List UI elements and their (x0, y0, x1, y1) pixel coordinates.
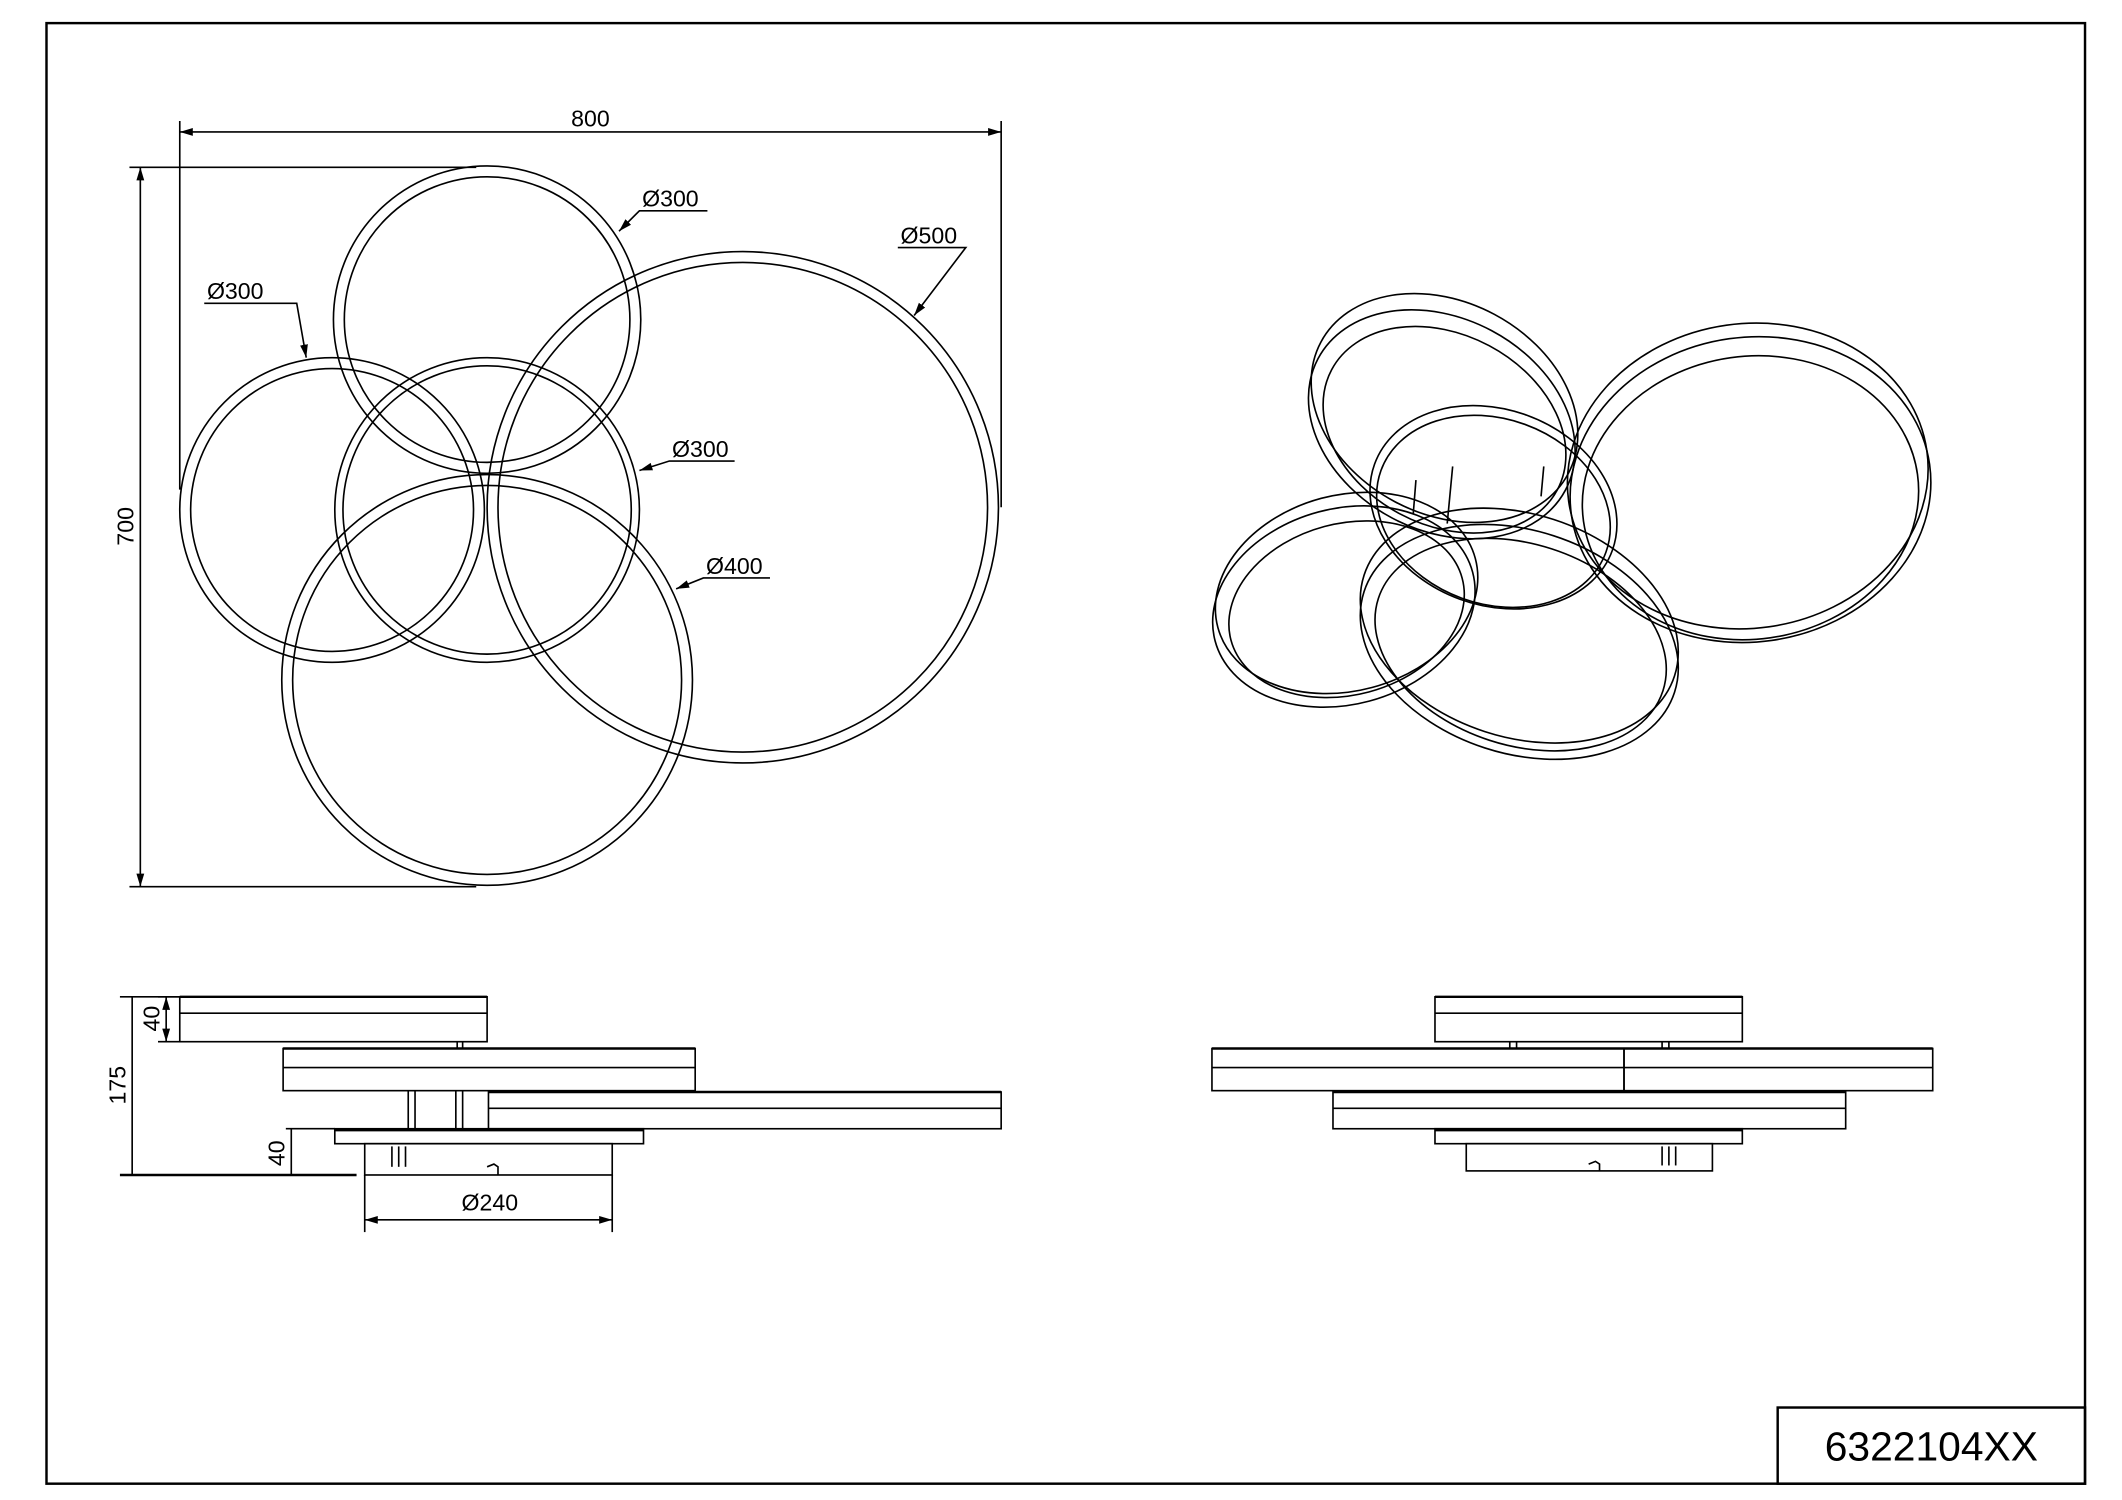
svg-text:Ø240: Ø240 (462, 1189, 519, 1215)
svg-text:40: 40 (138, 1006, 164, 1032)
canopy-height-dimension: 40 (263, 1127, 335, 1175)
persp-ring-left (1211, 491, 1479, 709)
persp-ring-large (1566, 322, 1932, 644)
product-code: 6322104XX (1825, 1424, 2038, 1470)
svg-text:Ø500: Ø500 (901, 222, 958, 248)
drawing-frame (45, 21, 2087, 1485)
label-large-500: Ø500 (897, 222, 968, 316)
width-dimension: 800 (178, 105, 1002, 508)
side-view-front: 40 175 40 Ø240 (104, 995, 1002, 1233)
canopy-diameter-dimension: Ø240 (363, 1174, 614, 1233)
svg-text:800: 800 (571, 105, 610, 131)
svg-text:Ø300: Ø300 (672, 436, 729, 462)
ring-large-500 (486, 250, 1000, 764)
height-dimension: 700 (113, 166, 477, 888)
persp-ring-lower (1359, 507, 1680, 761)
svg-text:Ø300: Ø300 (207, 278, 264, 304)
persp-ring-top (1307, 292, 1579, 540)
label-left-300: Ø300 (204, 278, 308, 358)
ring-center-300 (333, 356, 641, 664)
title-block: 6322104XX (1776, 1406, 2087, 1485)
ring-height-dimension: 40 (138, 996, 180, 1043)
ring-lower-400 (280, 473, 694, 887)
svg-text:Ø400: Ø400 (706, 553, 763, 579)
label-lower-400: Ø400 (675, 553, 770, 590)
persp-ring-center (1369, 404, 1618, 610)
total-height-dimension: 175 (104, 996, 357, 1177)
svg-text:175: 175 (104, 1066, 130, 1105)
perspective-view (1211, 292, 1932, 761)
ring-left-300 (178, 356, 486, 664)
svg-text:40: 40 (263, 1140, 289, 1166)
label-top-300: Ø300 (618, 186, 708, 232)
svg-text:700: 700 (113, 507, 139, 546)
top-view: 800 700 Ø300 Ø500 Ø300 Ø300 Ø400 (113, 105, 1002, 888)
label-center-300: Ø300 (639, 436, 735, 472)
ring-top-300 (332, 165, 642, 475)
side-view-side (1211, 995, 1934, 1172)
svg-text:Ø300: Ø300 (642, 186, 699, 212)
